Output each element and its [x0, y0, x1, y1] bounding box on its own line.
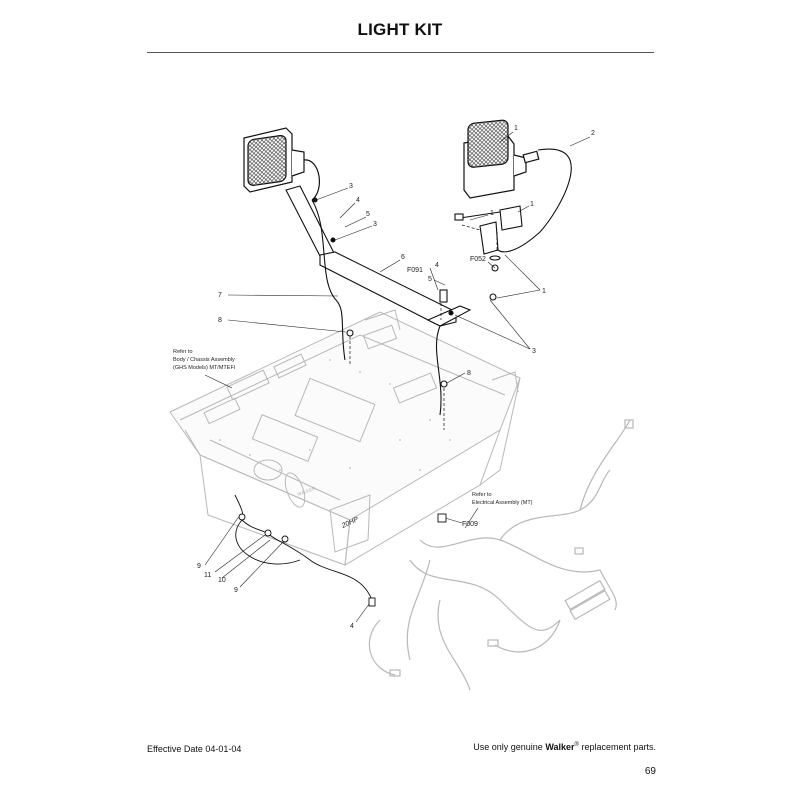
svg-text:Body / Chassis Assembly: Body / Chassis Assembly [173, 357, 235, 363]
disclaimer-suffix: replacement parts. [581, 742, 656, 752]
callout-labels: 1 2 3 4 5 3 1 1 6 4 F091 5 F052 1 7 8 3 … [197, 125, 595, 630]
callout-4: 4 [350, 623, 354, 630]
page-number: 69 [644, 766, 656, 777]
svg-text:Refer to: Refer to [173, 349, 193, 355]
callout-3: 3 [349, 183, 353, 190]
light-wire-harness [234, 494, 447, 607]
callout-5: 5 [366, 211, 370, 218]
callout-8: 8 [467, 370, 471, 377]
left-work-light [243, 127, 320, 201]
svg-text:Electrical Assembly (MT): Electrical Assembly (MT) [472, 500, 533, 506]
callout-2: 2 [591, 130, 595, 137]
electrical-assembly-reference-note: Refer to Electrical Assembly (MT) [472, 492, 533, 506]
callout-6: 6 [401, 254, 405, 261]
disclaimer-prefix: Use only genuine [473, 742, 543, 752]
callout-1: 1 [530, 201, 534, 208]
callout-3: 3 [532, 348, 536, 355]
callout-11: 11 [204, 572, 211, 579]
callout-10: 10 [218, 577, 226, 584]
callout-9: 9 [234, 587, 238, 594]
genuine-parts-note: Use only genuine Walker® replacement par… [473, 742, 656, 752]
callout-f009: F009 [462, 521, 478, 528]
title-divider [147, 52, 654, 53]
callout-4: 4 [435, 262, 439, 269]
right-work-light [463, 119, 540, 199]
callout-f052: F052 [470, 256, 486, 263]
callout-8: 8 [218, 317, 222, 324]
registered-mark: ® [574, 742, 579, 748]
callout-leaders [204, 131, 591, 623]
chassis-body-ghost [169, 309, 521, 566]
light-bar-assembly [285, 148, 572, 416]
assembly-guide-lines [349, 224, 498, 430]
callout-9: 9 [197, 563, 201, 570]
callout-1: 1 [514, 125, 518, 132]
page-title: LIGHT KIT [357, 20, 443, 39]
callout-5: 5 [428, 276, 432, 283]
brand-name: Walker [545, 742, 575, 752]
svg-text:(GHS Models) MT/MTEFI: (GHS Models) MT/MTEFI [173, 365, 236, 371]
callout-1: 1 [490, 210, 494, 217]
wiring-harness-ghost [368, 419, 634, 691]
svg-text:Refer to: Refer to [472, 492, 492, 498]
callout-f091: F091 [407, 267, 423, 274]
callout-3: 3 [373, 221, 377, 228]
callout-7: 7 [218, 292, 222, 299]
callout-1: 1 [542, 288, 546, 295]
callout-4: 4 [356, 197, 360, 204]
walker-badge: WALKER [297, 486, 317, 497]
effective-date: Effective Date 04-01-04 [147, 744, 242, 754]
body-chassis-reference-note: Refer to Body / Chassis Assembly (GHS Mo… [173, 349, 236, 371]
